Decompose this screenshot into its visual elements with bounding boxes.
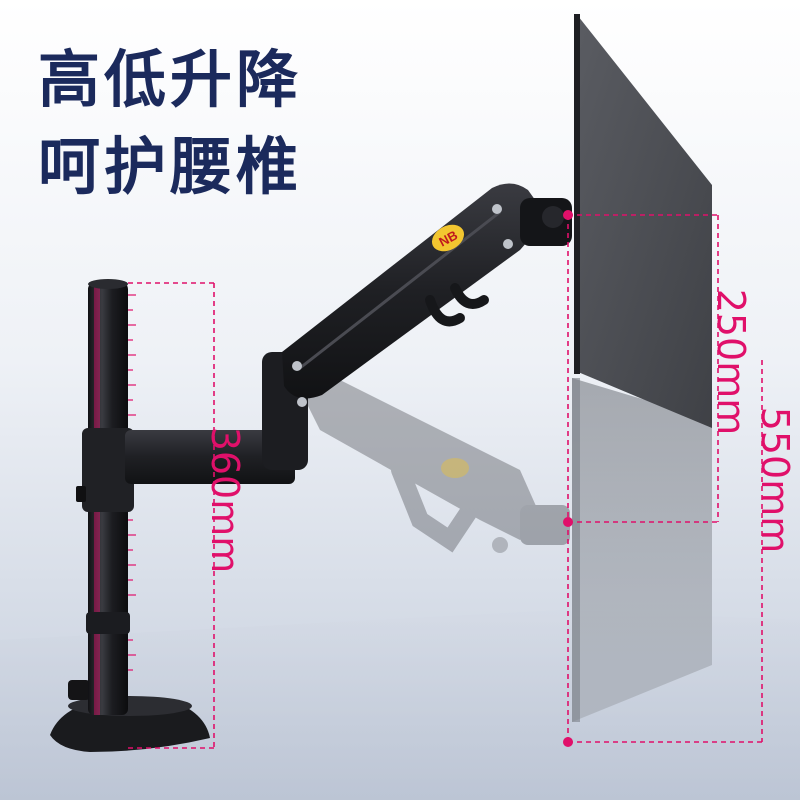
measure-dot-mid	[563, 517, 573, 527]
arm-travel-measure	[568, 214, 719, 523]
total-range-measure	[567, 215, 763, 743]
arm-screw-2	[297, 397, 307, 407]
ghost-monitor-lower	[572, 378, 712, 722]
lower-arm	[125, 430, 295, 484]
gas-spring-arm	[282, 183, 548, 399]
pole-collar	[82, 428, 134, 512]
pole-height-label: 360mm	[203, 427, 247, 574]
pole-cap	[88, 279, 128, 289]
measure-dot-bottom	[563, 737, 573, 747]
tilt-knob	[542, 206, 564, 228]
ghost-logo-badge	[441, 458, 469, 478]
arm-screw-4	[503, 239, 513, 249]
pole-height-measure	[128, 282, 215, 749]
arm-screw-3	[492, 204, 502, 214]
arm-screw-1	[292, 361, 302, 371]
monitor-screen	[578, 16, 712, 428]
gas-spring-arm-ridge	[299, 210, 501, 370]
lower-collar	[86, 612, 130, 634]
headline-line-2: 呵护腰椎	[38, 130, 303, 203]
headline-line-1: 高低升降	[38, 43, 303, 116]
clamp-knob	[68, 680, 90, 700]
total-range-label: 550mm	[753, 407, 797, 554]
ghost-monitor-edge	[572, 378, 580, 722]
ghost-arm-lower-position	[300, 380, 570, 553]
collar-knob	[76, 486, 86, 502]
measure-dot-top	[563, 210, 573, 220]
monitor-bezel-edge	[574, 14, 580, 374]
arm-cable-clips	[425, 283, 489, 327]
arm-travel-label: 250mm	[709, 289, 753, 436]
pole-ruler-ticks	[128, 294, 136, 671]
brand-logo: NB	[431, 224, 465, 252]
